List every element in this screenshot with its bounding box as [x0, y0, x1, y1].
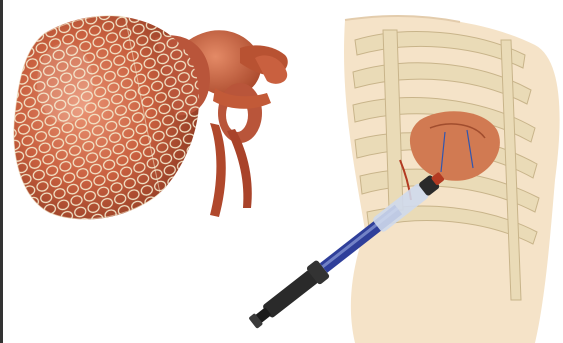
left-border-line: [0, 0, 3, 343]
ribcage-device-illustration: [205, 0, 563, 343]
device-handle: [262, 269, 319, 319]
ribcage-device-drawing: [205, 0, 563, 343]
